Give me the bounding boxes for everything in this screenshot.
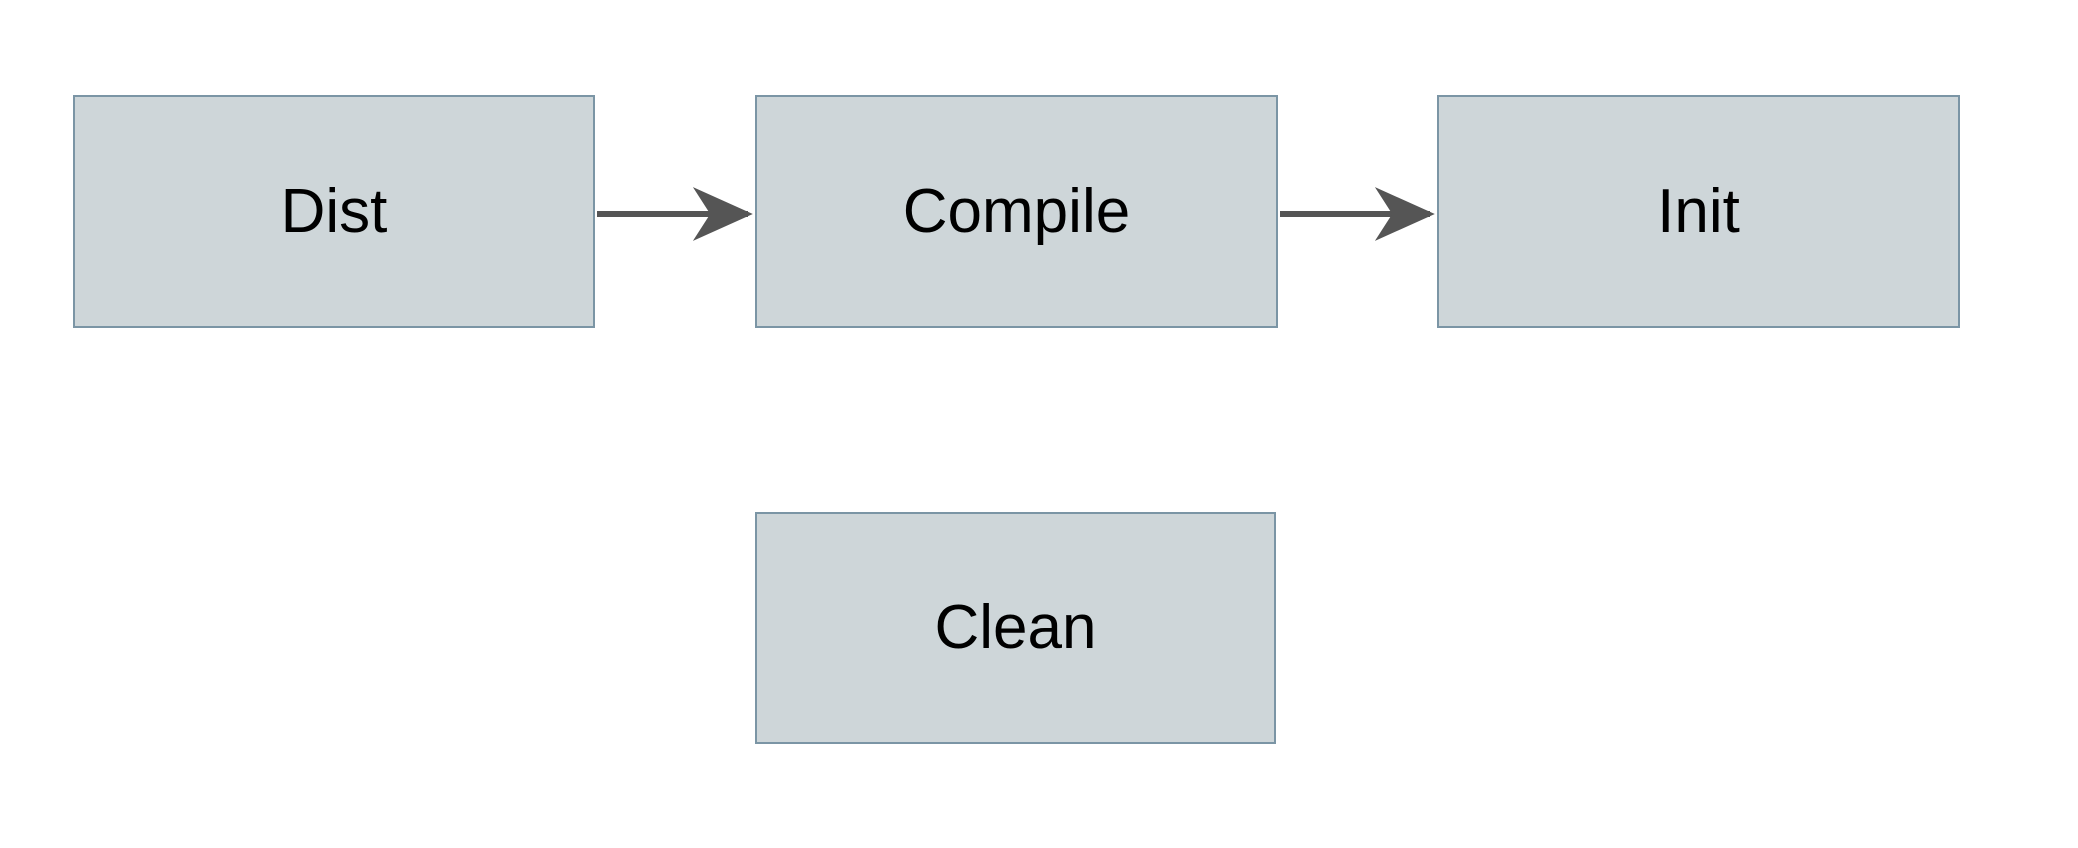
node-dist[interactable]: Dist [73, 95, 595, 328]
node-clean[interactable]: Clean [755, 512, 1276, 744]
node-clean-label: Clean [934, 593, 1097, 662]
node-dist-label: Dist [280, 176, 388, 246]
node-compile[interactable]: Compile [755, 95, 1278, 328]
node-init[interactable]: Init [1437, 95, 1960, 328]
node-init-label: Init [1657, 176, 1740, 246]
node-compile-label: Compile [902, 176, 1131, 246]
